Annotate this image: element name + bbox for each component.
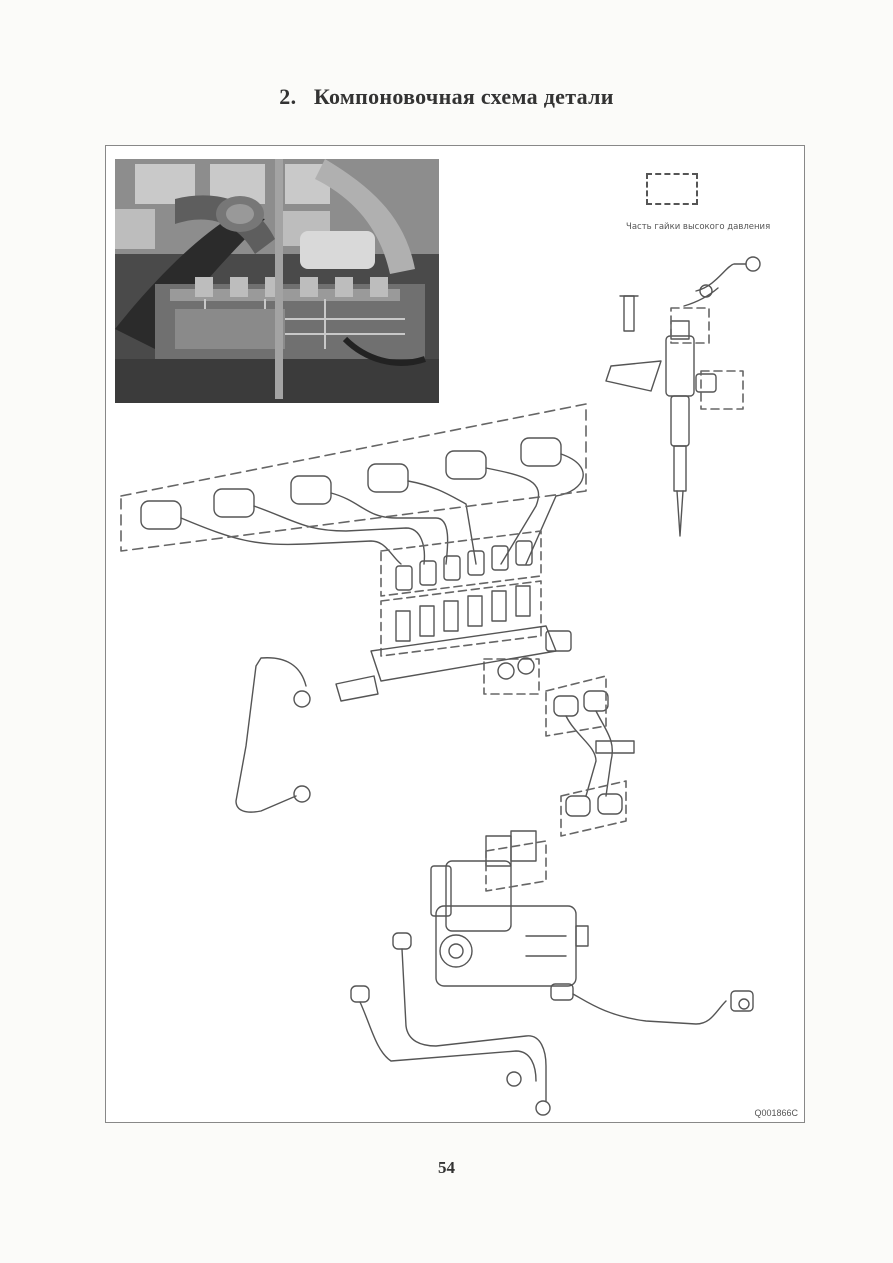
pipe-pair-bottom-box [560,780,627,837]
page-title: 2. Компоновочная схема детали [0,84,893,110]
injector-inlet-box [700,370,744,410]
legend-label: Часть гайки высокого давления [626,222,771,232]
page-number: 54 [438,1158,455,1177]
injector-nut-box [670,307,710,344]
rail-connector-nuts-icon [395,540,533,591]
section-number: 2. [279,84,297,109]
section-title: Компоновочная схема детали [313,84,614,109]
figure-code: Q001866C [754,1108,798,1118]
parts-layout-figure: Часть гайки высокого давления [105,145,805,1123]
injection-pipe-set-icon [140,437,584,565]
fuel-system-diagram [120,256,761,1116]
sensor-harness-icon [550,983,754,1025]
engine-photo-illustration [115,159,439,403]
pump-outlet-box [485,840,547,892]
rail-nut-box [380,530,542,597]
injector-icon [605,256,761,537]
pipe-nut-group-box [120,403,587,552]
legend-dashed-box-icon [646,173,698,205]
common-rail-icon [335,585,572,702]
return-pipe-icon [235,657,311,813]
pump-pipe-pair-icon [553,690,635,817]
rail-fitting-box [380,580,542,657]
engine-photo [115,159,439,403]
pipe-pair-top-box [545,675,607,737]
feed-pipe-icon [350,932,551,1116]
supply-pump-icon [430,830,589,987]
